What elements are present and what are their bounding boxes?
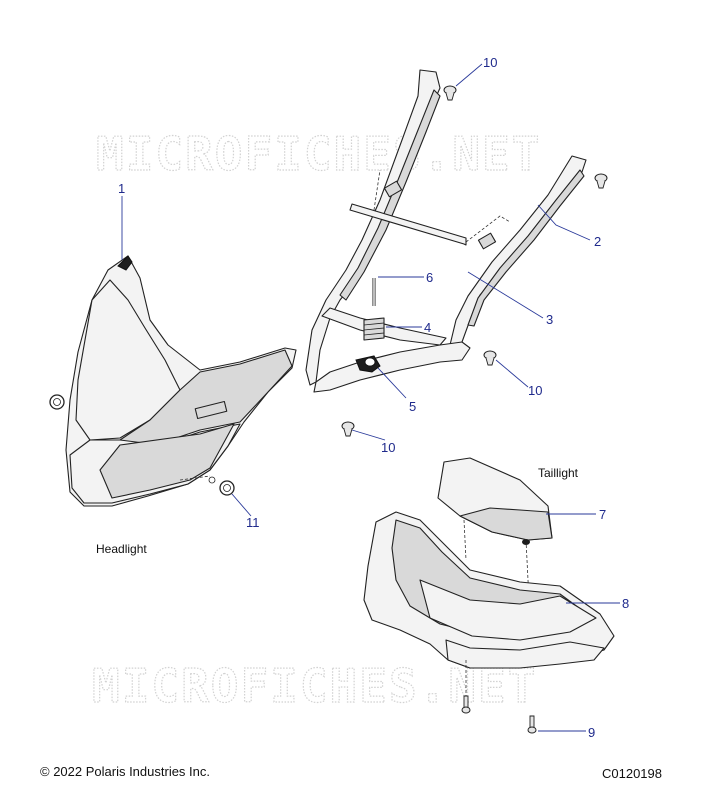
bracket-frame — [305, 69, 587, 393]
callout-8: 8 — [622, 596, 629, 611]
screw-9-left — [461, 695, 471, 714]
footer-code: C0120198 — [602, 766, 662, 781]
callout-9: 9 — [588, 725, 595, 740]
leader-lines — [121, 63, 620, 732]
screw-10-left — [341, 421, 355, 437]
retainer-5 — [355, 355, 381, 373]
screw-10-top — [443, 85, 457, 101]
callout-7: 7 — [599, 507, 606, 522]
taillight-lens-7 — [437, 457, 553, 621]
headlight-housing — [65, 255, 297, 507]
callout-6: 6 — [426, 270, 433, 285]
callout-2: 2 — [594, 234, 601, 249]
callout-5: 5 — [409, 399, 416, 414]
callout-1: 1 — [118, 181, 125, 196]
callout-3: 3 — [546, 312, 553, 327]
callout-11: 11 — [246, 515, 260, 530]
grommet-11-left — [49, 394, 65, 410]
taillight-housing-8 — [363, 511, 615, 700]
screw-10-right — [594, 173, 608, 189]
callout-10-middle: 10 — [528, 383, 542, 398]
screw-9-right — [527, 715, 537, 734]
callout-10-top: 10 — [483, 55, 497, 70]
watermark-top: MICROFICHES.NET — [96, 127, 541, 181]
footer-copyright: © 2022 Polaris Industries Inc. — [40, 764, 210, 779]
caption-headlight: Headlight — [96, 542, 147, 556]
caption-taillight: Taillight — [538, 466, 579, 480]
grommet-11-right — [208, 476, 235, 496]
screw-10-middle — [483, 350, 497, 366]
spring-4 — [363, 317, 385, 341]
callout-4: 4 — [424, 320, 431, 335]
callout-10-left: 10 — [381, 440, 395, 455]
watermark-bottom: MICROFICHES.NET — [92, 659, 537, 713]
